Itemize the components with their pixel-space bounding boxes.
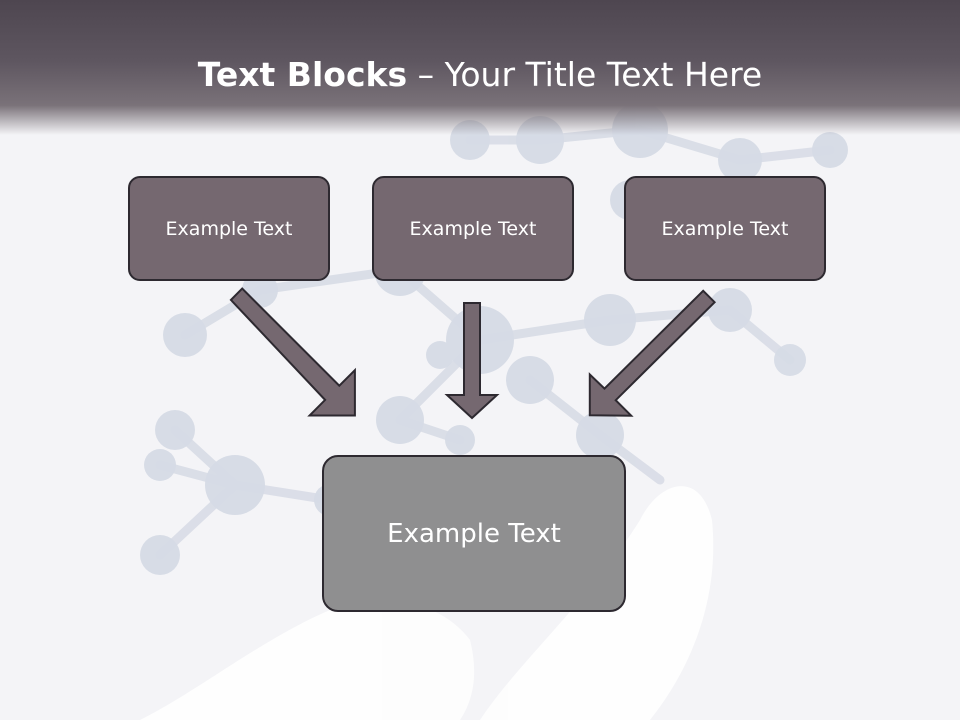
text-block-label: Example Text — [387, 518, 561, 549]
slide-title: Text Blocks – Your Title Text Here — [0, 52, 960, 98]
text-block-top-center[interactable]: Example Text — [372, 176, 574, 281]
title-bold-part: Text Blocks — [197, 55, 408, 94]
text-block-bottom[interactable]: Example Text — [322, 455, 626, 612]
text-block-label: Example Text — [661, 217, 789, 240]
arrow-center-down — [444, 302, 500, 420]
text-block-top-left[interactable]: Example Text — [128, 176, 330, 281]
arrow-left-diagonal — [229, 287, 356, 417]
title-rest-part: Your Title Text Here — [444, 55, 763, 94]
hand-left-shape — [140, 600, 475, 720]
text-block-label: Example Text — [409, 217, 537, 240]
text-block-label: Example Text — [165, 217, 293, 240]
title-dash: – — [417, 55, 435, 94]
title-bar — [0, 0, 960, 135]
text-block-top-right[interactable]: Example Text — [624, 176, 826, 281]
arrow-right-diagonal — [588, 289, 717, 417]
